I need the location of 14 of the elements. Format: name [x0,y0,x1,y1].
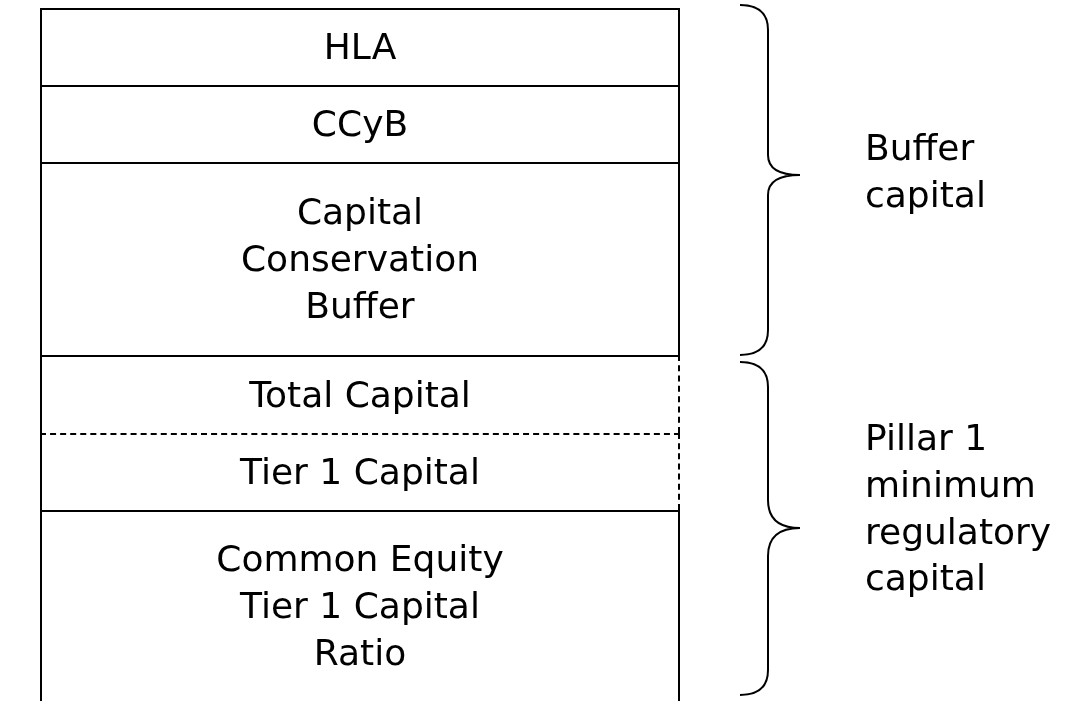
capital-layer [40,510,680,701]
layer-label: HLA [323,25,397,70]
bracket-label: Buffer capital [865,126,987,217]
buffer-layer [40,8,680,85]
capital-layer [40,355,680,433]
layer-label: Common Equity Tier 1 Capital Ratio [215,537,505,675]
layer-label: Capital Conservation Buffer [240,190,480,328]
buffer-layer [40,162,680,355]
layer-label: Total Capital [249,372,471,417]
layer-label: CCyB [311,102,409,147]
buffer-layer [40,85,680,162]
bracket-label: Pillar 1 minimum regulatory capital [865,416,1053,601]
layer-label: Tier 1 Capital [240,450,480,495]
capital-layer [40,433,680,510]
